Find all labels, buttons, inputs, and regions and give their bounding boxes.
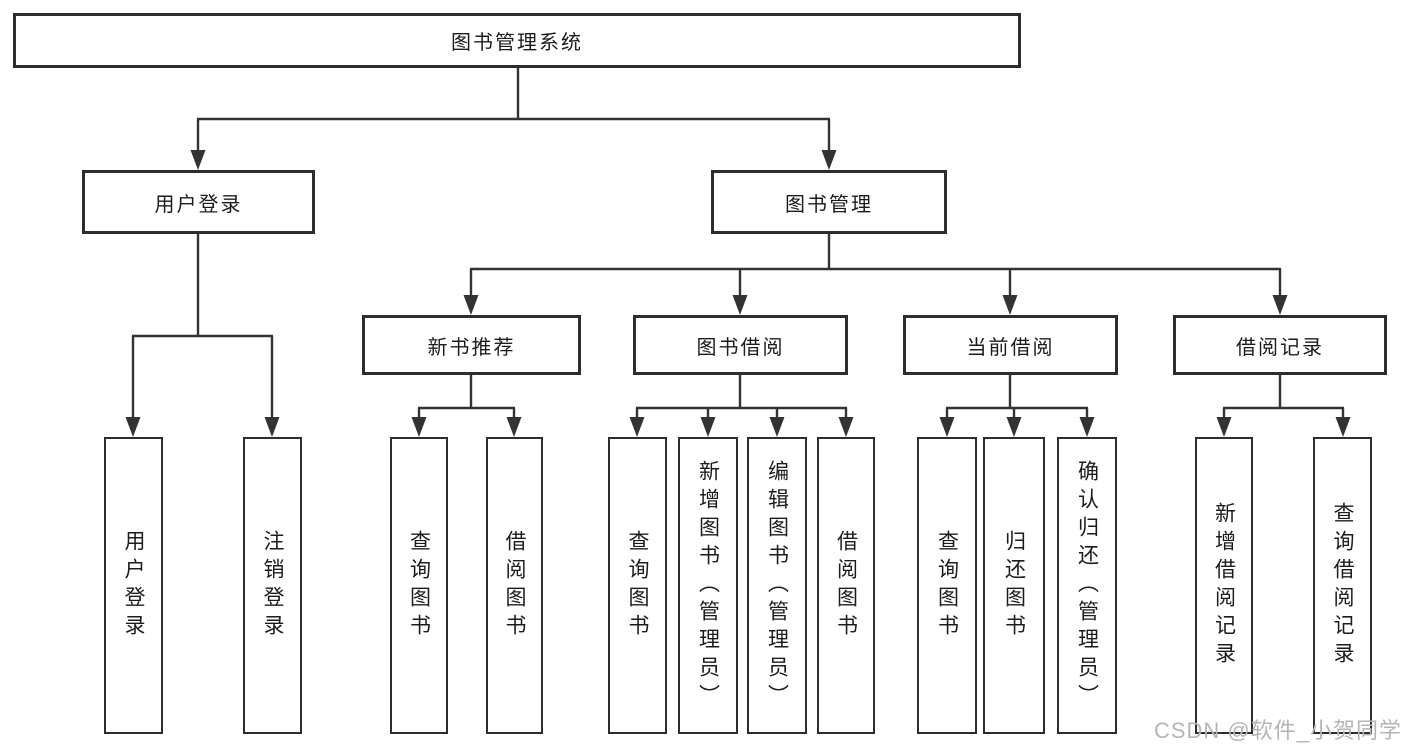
node-label: 用户登录 [154,193,243,216]
leaf-add-borrow-record: 新增借阅记录 [1195,437,1253,734]
node-label: 编辑图书（管理员） [765,459,789,712]
arrow-icon [125,417,141,437]
node-label: 借阅记录 [1236,336,1324,359]
tree-edges [131,68,1345,419]
arrow-icon [1002,295,1018,315]
node-label: 查询图书 [935,529,959,642]
node-library-system-root: 图书管理系统 [13,13,1021,68]
arrowheads [125,150,1351,437]
node-new-book-recommend: 新书推荐 [362,315,581,375]
arrow-icon [1079,417,1095,437]
arrow-icon [732,295,748,315]
node-label: 图书管理 [785,193,873,216]
leaf-query-books-recommend: 查询图书 [390,437,448,734]
node-borrowing-records: 借阅记录 [1173,315,1387,375]
arrow-icon [1272,295,1288,315]
node-current-borrowing: 当前借阅 [903,315,1118,375]
node-label: 归还图书 [1002,529,1026,642]
arrow-icon [264,417,280,437]
leaf-query-books-current: 查询图书 [917,437,977,734]
node-label: 查询借阅记录 [1331,501,1354,670]
leaf-user-login: 用户登录 [104,437,163,734]
node-label: 借阅图书 [503,529,526,642]
arrow-icon [1216,417,1232,437]
node-label: 新书推荐 [427,336,516,359]
leaf-borrow-books-recommend: 借阅图书 [486,437,543,734]
node-label: 图书管理系统 [451,32,583,54]
arrow-icon [821,150,837,170]
csdn-watermark: CSDN @软件_小贺同学 [1153,718,1402,743]
leaf-borrow-books: 借阅图书 [817,437,875,734]
arrow-icon [939,417,955,437]
leaf-confirm-return-admin: 确认归还（管理员） [1057,437,1117,734]
leaf-add-books-admin: 新增图书（管理员） [678,437,738,734]
node-label: 图书借阅 [696,336,785,359]
node-label: 新增图书（管理员） [696,459,720,712]
arrow-icon [1335,417,1351,437]
node-label: 当前借阅 [966,336,1055,359]
arrow-icon [1006,417,1022,437]
node-label: 查询图书 [407,529,431,642]
arrow-icon [838,417,854,437]
arrow-icon [700,417,716,437]
node-label: 注销登录 [261,529,284,642]
leaf-return-books: 归还图书 [983,437,1045,734]
node-label: 用户登录 [122,529,145,642]
arrow-icon [506,417,522,437]
leaf-query-books-borrowing: 查询图书 [608,437,667,734]
node-label: 新增借阅记录 [1212,501,1236,670]
arrow-icon [629,417,645,437]
node-label: 确认归还（管理员） [1075,459,1099,712]
node-label: 借阅图书 [834,529,858,642]
arrow-icon [411,417,427,437]
node-book-borrowing: 图书借阅 [633,315,848,375]
node-label: 查询图书 [626,529,649,642]
node-book-management: 图书管理 [711,170,947,234]
leaf-edit-books-admin: 编辑图书（管理员） [747,437,807,734]
leaf-logout: 注销登录 [243,437,302,734]
arrow-icon [463,295,479,315]
arrow-icon [190,150,206,170]
arrow-icon [769,417,785,437]
leaf-query-borrow-record: 查询借阅记录 [1313,437,1372,734]
node-user-login: 用户登录 [82,170,315,234]
